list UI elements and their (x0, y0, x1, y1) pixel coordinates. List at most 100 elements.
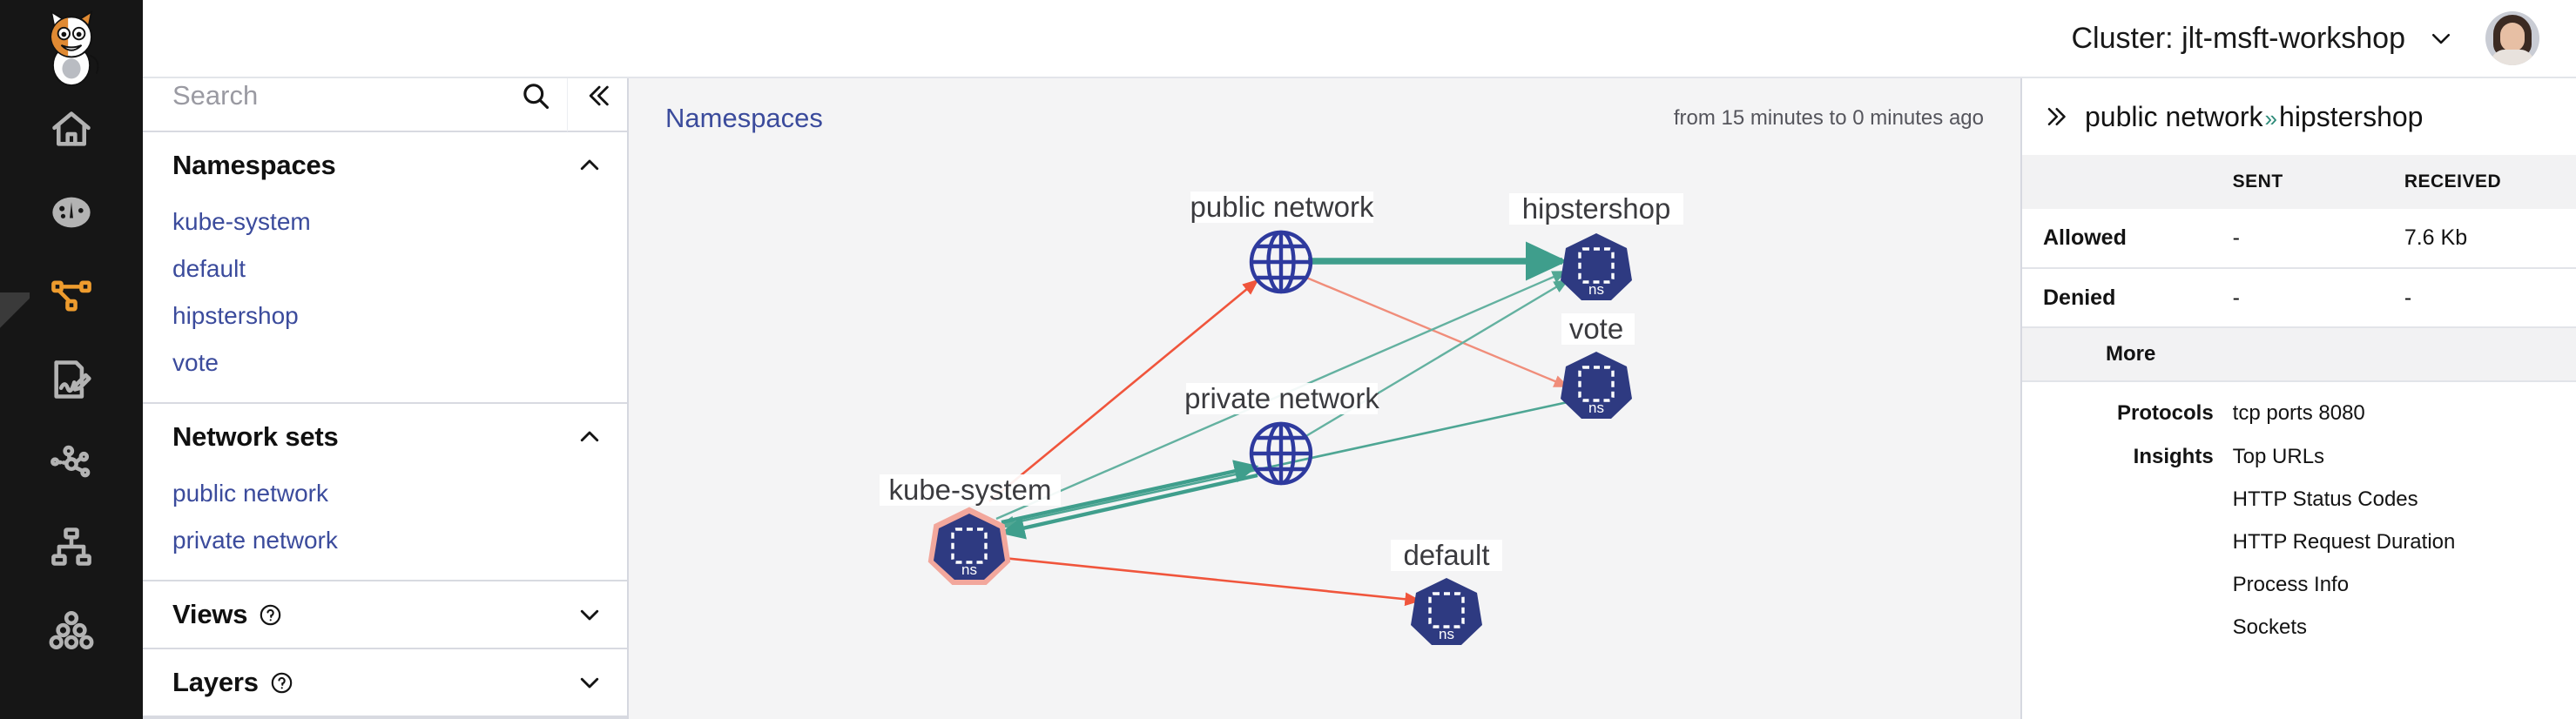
cluster-label: Cluster: jlt-msft-workshop (2071, 21, 2405, 55)
hamburger-menu-icon[interactable] (172, 15, 211, 44)
table-header-row: SENT RECEIVED (2022, 155, 2576, 209)
sidebar-item-dashboards[interactable] (0, 171, 143, 254)
sidebar-item-policies[interactable] (0, 338, 143, 421)
globe-icon (1249, 421, 1313, 486)
search-row (143, 60, 627, 132)
search-input[interactable] (172, 80, 520, 111)
chevron-down-icon[interactable] (577, 601, 603, 628)
graph-area: Namespaces from 15 minutes to 0 minutes … (629, 0, 2020, 719)
filter-item-private-network[interactable]: private network (172, 527, 338, 554)
page-title: Service Graph (237, 7, 497, 51)
sidebar-item-service-graph[interactable] (0, 254, 143, 338)
insight-item-sockets[interactable]: Sockets (2232, 615, 2308, 639)
time-range-label[interactable]: from 15 minutes to 0 minutes ago (1673, 106, 1984, 130)
node-label: private network (1184, 382, 1379, 414)
graph-node-kube-system[interactable]: kube-system ns (880, 474, 1061, 585)
cluster-selector[interactable]: Cluster: jlt-msft-workshop (2071, 22, 2454, 56)
cat-logo-icon[interactable] (30, 3, 113, 87)
chevron-double-left-icon[interactable] (568, 60, 627, 131)
graph-node-vote[interactable]: vote ns (1561, 312, 1635, 419)
search-box[interactable] (143, 60, 568, 131)
chevron-up-icon[interactable] (577, 424, 603, 450)
namespace-node-shape (1561, 352, 1632, 419)
edge-vote-to-kube-system[interactable] (997, 400, 1568, 530)
section-header-layers[interactable]: Layers (143, 649, 627, 716)
edge-public-network-to-vote[interactable] (1304, 275, 1569, 388)
graph-node-hipstershop[interactable]: hipstershop ns (1509, 192, 1683, 300)
node-kind-label: ns (1588, 400, 1604, 416)
graph-node-public-network[interactable]: public network (1190, 191, 1374, 294)
node-label: hipstershop (1522, 192, 1671, 225)
traffic-table: SENT RECEIVED Allowed - 7.6 Kb Denied - … (2022, 155, 2576, 328)
cell-denied-sent: - (2232, 268, 2404, 328)
table-row-denied: Denied - - (2022, 268, 2576, 328)
help-circle-icon[interactable] (270, 671, 293, 695)
section-header-namespaces[interactable]: Namespaces (143, 132, 627, 198)
protocols-label: Protocols (2116, 401, 2214, 425)
col-header-received: RECEIVED (2404, 155, 2576, 209)
node-label: default (1403, 539, 1489, 571)
active-rail-marker (0, 292, 30, 336)
breadcrumb[interactable]: Namespaces (665, 103, 823, 133)
filter-panel: Service Graph Namespaces (143, 0, 629, 719)
insight-item-top-urls[interactable]: Top URLs (2232, 445, 2325, 468)
section-title: Network sets (172, 421, 339, 452)
service-graph-svg[interactable]: public network hipstershop (629, 158, 2020, 719)
protocols-value: tcp ports 8080 (2232, 401, 2365, 425)
filter-item-vote[interactable]: vote (172, 349, 219, 376)
section-title: Views (172, 599, 248, 629)
more-section-header[interactable]: More (2022, 328, 2576, 382)
edge-private-network-to-kube-system[interactable] (1000, 473, 1258, 540)
section-header-views[interactable]: Views (143, 581, 627, 648)
graph-toolbar: Namespaces from 15 minutes to 0 minutes … (629, 78, 2020, 158)
col-header-blank (2022, 155, 2233, 209)
filter-item-kube-system[interactable]: kube-system (172, 208, 311, 235)
details-header: public network » hipstershop (2022, 78, 2576, 155)
cell-allowed-sent: - (2232, 209, 2404, 269)
filter-panel-spacer (143, 717, 627, 719)
sidebar-item-nodes[interactable] (0, 421, 143, 505)
graph-node-default[interactable]: default ns (1391, 539, 1502, 645)
filter-section-network-sets: Network sets public network private netw… (143, 404, 627, 581)
cell-denied-received: - (2404, 268, 2576, 328)
section-body-network-sets: public network private network (143, 470, 627, 580)
node-label: kube-system (888, 474, 1051, 506)
graph-canvas[interactable]: public network hipstershop (629, 158, 2020, 719)
filter-item-public-network[interactable]: public network (172, 480, 328, 507)
section-title: Layers (172, 667, 259, 697)
cell-allowed-received: 7.6 Kb (2404, 209, 2576, 269)
chevron-down-icon[interactable] (577, 669, 603, 695)
edge-kube-system-to-default[interactable] (994, 555, 1422, 607)
chevron-double-right-icon[interactable] (2045, 104, 2071, 130)
insights-row: Insights Top URLs HTTP Status Codes HTTP… (2022, 426, 2576, 658)
icon-rail (0, 0, 143, 719)
edge-kube-system-to-private-network[interactable] (1001, 460, 1259, 525)
section-header-network-sets[interactable]: Network sets (143, 404, 627, 470)
help-circle-icon[interactable] (259, 603, 282, 627)
sidebar-item-home[interactable] (0, 87, 143, 171)
sidebar-item-cluster-mesh[interactable] (0, 588, 143, 672)
chevron-down-icon[interactable] (2428, 25, 2454, 51)
node-selection-halo (927, 507, 1011, 585)
namespace-node-shape (1561, 233, 1632, 300)
filter-item-default[interactable]: default (172, 255, 246, 282)
graph-node-private-network[interactable]: private network (1184, 382, 1379, 486)
row-label-allowed: Allowed (2022, 209, 2233, 269)
namespace-node-shape (1411, 578, 1482, 645)
avatar[interactable] (2485, 11, 2539, 65)
section-title: Namespaces (172, 150, 336, 180)
chevron-up-icon[interactable] (577, 152, 603, 178)
insight-item-http-request-duration[interactable]: HTTP Request Duration (2232, 530, 2456, 554)
search-icon[interactable] (520, 80, 551, 111)
filter-item-hipstershop[interactable]: hipstershop (172, 302, 299, 329)
namespace-node-shape (934, 514, 1005, 580)
node-kind-label: ns (1439, 626, 1454, 642)
node-label: public network (1190, 191, 1374, 223)
details-title-source: public network (2085, 100, 2263, 132)
insight-item-process-info[interactable]: Process Info (2232, 573, 2350, 596)
app-header: Service Graph (143, 0, 627, 61)
sidebar-item-hierarchy[interactable] (0, 505, 143, 588)
insight-item-http-status-codes[interactable]: HTTP Status Codes (2232, 487, 2418, 511)
edge-kube-system-to-public-network[interactable] (988, 279, 1259, 503)
filter-section-namespaces: Namespaces kube-system default hipstersh… (143, 132, 627, 404)
